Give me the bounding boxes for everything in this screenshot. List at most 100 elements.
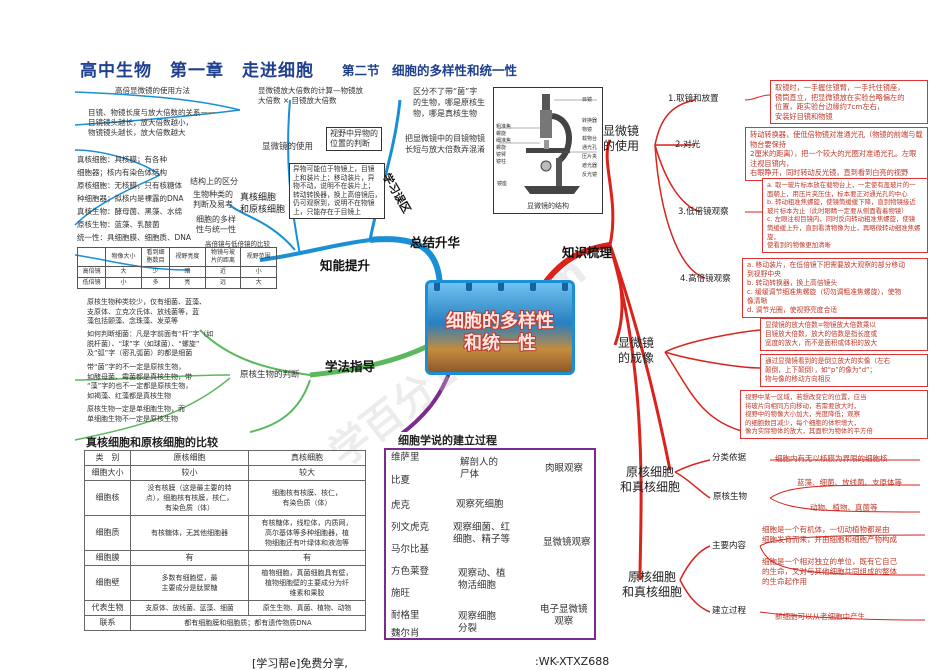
label: 载物台 xyxy=(582,136,598,142)
table-cell: 小 xyxy=(105,277,142,289)
table-row: 细胞核 没有核膜（这是最主要的特 点），细胞核有核膜，核仁， 有染色质（体） 细… xyxy=(84,480,366,516)
note-foreign-object: 视野中异物的 位置的判断 xyxy=(326,127,382,151)
table-cell: 细胞质 xyxy=(84,515,131,551)
label: 细准焦 xyxy=(496,138,512,144)
footer-left: [学习帮e]免费分享, xyxy=(252,657,348,670)
label: 转换器 xyxy=(582,118,598,124)
branch-line-mistakes xyxy=(368,99,402,241)
note-magnification: 显微镜放大倍数的计算—物镜放 大倍数 × 目镜放大倍数 xyxy=(258,86,363,105)
label: 螺旋 xyxy=(496,131,507,137)
person-schwann: 施旺 xyxy=(391,588,411,599)
table-cell: 多 xyxy=(140,277,171,289)
list-item: 原核生物：蓝藻、乳酸菌 xyxy=(77,220,160,229)
table-header: 原核细胞 xyxy=(130,450,249,466)
list-item: 统一性：具细胞膜、细胞质、DNA xyxy=(77,233,192,242)
list-item: 种细胞器；拟核内是裸露的DNA xyxy=(77,194,184,203)
table-header: 真核细胞 xyxy=(248,450,366,466)
branch-method: 学法指导 xyxy=(325,359,376,374)
box-high-power: a. 移动装片，在低倍镜下把需要放大观察的部分移动 到视野中央 b. 转动转换器… xyxy=(742,258,928,318)
step-dead-cells: 观察死细胞 xyxy=(456,499,504,510)
footer-right: :WK-XTXZ688 xyxy=(535,655,610,668)
node-cells-title: 原核细胞 和真核细胞 xyxy=(620,465,681,494)
box-low-power: a. 取一玻片标本放在载物台上，一定使有盖玻片的一 面朝上，用压片夹压住，标本要… xyxy=(762,178,928,253)
node-process: 建立过程 xyxy=(712,606,747,616)
table-row: 细胞膜 有 有 xyxy=(84,550,366,566)
label: 物镜 xyxy=(582,127,593,133)
table-row: 高倍镜 大 少 暗 近 小 xyxy=(76,266,277,278)
table-header: 物镜与玻 片的距离 xyxy=(204,247,242,267)
section-title: 第二节 细胞的多样性和统一性 xyxy=(342,63,518,78)
method-note-2: 如何判断细菌：凡是字前面有“杆”字（如 脱杆菌）、“球”字（如球菌）、“螺旋” … xyxy=(87,330,214,357)
table-row: 联系 都有细胞膜和细胞质；都有遗传物质DNA xyxy=(84,615,366,631)
banner-title: 细胞的多样性 和统一性 xyxy=(446,311,554,354)
person-schleiden: 方色莱登 xyxy=(391,566,430,577)
table-cell: 代表生物 xyxy=(84,600,131,616)
table-cell: 有 xyxy=(130,550,249,566)
microscope-icon xyxy=(499,94,597,194)
microscope-caption: 显微镜的结构 xyxy=(527,202,569,210)
method-note-3: 带“菌”字的不一定是原核生物， 如酵母菌、霉菌都是真核生物，带 “藻”字的也不一… xyxy=(87,363,193,400)
mistake-note-bacteria: 区分不了带“菌”字 的生物，哪是原核生 物，哪是真核生物 xyxy=(413,87,485,118)
branch-line-theory xyxy=(398,369,452,437)
label: 目镜 xyxy=(582,97,593,103)
label: 压片夹 xyxy=(582,154,598,160)
prokaryote-value: 蓝藻、细菌、放线菌、支原体等 xyxy=(797,478,902,487)
table-header: 类 别 xyxy=(84,450,131,466)
page-title: 高中生物 第一章 走进细胞 xyxy=(80,61,314,81)
table-header: 视野亮度 xyxy=(169,247,206,267)
table-row: 细胞大小 较小 较大 xyxy=(84,465,366,481)
table-cell: 细胞核 xyxy=(84,480,131,516)
method-note-1: 原核生物种类较少，仅有细菌、蓝藻、 支原体、立克次氏体、放线菌等，蓝 藻包括颤藻… xyxy=(87,298,206,325)
eukaryote-value: 动物、植物、真菌等 xyxy=(810,503,878,512)
table-cell: 支原体、放线菌、蓝藻、细菌 xyxy=(130,600,249,616)
step-take-place: 1.取镜和放置 xyxy=(668,94,719,104)
node-prok-judge: 原核生物的判断 xyxy=(240,370,300,380)
level-naked-eye: 肉眼观察 xyxy=(545,463,584,474)
step-division: 观察细胞 分裂 xyxy=(458,611,497,634)
list-item: 原核细胞：无核膜，只有核糖体 xyxy=(77,181,182,190)
box-imaging-1: 显微镜的放大倍数=物镜放大倍数乘以 目镜放大倍数，放大的倍数是指长度或 宽度的放… xyxy=(760,318,928,351)
table-cell: 大 xyxy=(240,277,277,289)
method-note-4: 原核生物一定是单细胞生物，而 单细胞生物不一定是原核生物 xyxy=(87,405,185,423)
branch-line-method xyxy=(309,342,432,378)
process-value: 新细胞可以从老细胞中产生 xyxy=(775,612,865,621)
branch-summary: 总结升华 xyxy=(410,235,461,250)
box-imaging-3: 视野中某一区域，若想改变它的位置，应当 将玻片向相同方向移动，若需要放大时， 视… xyxy=(740,390,928,439)
list-item: 细胞器；核内有染色体结构 xyxy=(77,168,167,177)
node-species-judge: 生物种类的 判断及易考 xyxy=(193,190,233,209)
table-cell: 大 xyxy=(105,266,142,278)
person-malpighi: 马尔比基 xyxy=(391,544,430,555)
table-row: 代表生物 支原体、放线菌、蓝藻、细菌 原生生物、真菌、植物、动物 xyxy=(84,600,366,616)
center-banner: 细胞的多样性 和统一性 xyxy=(425,280,575,375)
table-cell: 亮 xyxy=(169,277,206,289)
step-living-cells: 观察动、植 物活细胞 xyxy=(458,568,506,591)
mistake-note-lens: 把显微镜中的目镜物镜 长短与放大倍数弄混淆 xyxy=(405,134,485,154)
table-row: 低倍镜 小 多 亮 远 大 xyxy=(76,277,277,289)
table-cell: 都有细胞膜和细胞质；都有遗传物质DNA xyxy=(130,615,366,631)
step-bacteria: 观察细菌、红 细胞、精子等 xyxy=(453,522,511,545)
table-cell: 联系 xyxy=(84,615,131,631)
person-vesalius: 维萨里 xyxy=(391,452,420,463)
node-classify: 分类依据 xyxy=(712,453,747,463)
label: 镜臂 xyxy=(496,152,507,158)
mini-table: 物像大小 看到细 胞数目 视野亮度 物镜与玻 片的距离 视野范围 高倍镜 大 少… xyxy=(76,247,277,289)
person-virchow: 魏尔肖 xyxy=(391,628,420,639)
node-main-content: 主要内容 xyxy=(712,541,747,551)
banner-rings xyxy=(434,283,568,291)
cmp-table: 类 别 原核细胞 真核细胞 细胞大小 较小 较大 细胞核 没有核膜（这是最主要的… xyxy=(84,450,366,631)
table-cell: 远 xyxy=(204,277,242,289)
note-foreign-object-detail: 异物可能位于物镜上，目镜 上和装片上；移动装片，异 物不动，说明不在装片上； 转… xyxy=(289,163,386,219)
step-light: 2.对光 xyxy=(675,140,701,150)
table-cell: 小 xyxy=(240,266,277,278)
table-cell: 原生生物、真菌、植物、动物 xyxy=(248,600,366,616)
table-cell: 多数有细胞壁，最 主要成分是肽聚糖 xyxy=(130,565,249,601)
person-nageli: 耐格里 xyxy=(391,610,420,621)
branch-line-summary xyxy=(369,236,443,291)
table-cell: 高倍镜 xyxy=(76,266,107,278)
table-cell: 细胞膜 xyxy=(84,550,131,566)
main-content-2: 细胞是一个相对独立的单位，既有它自己 的生命，又对与其他细胞共同组成的整体 的生… xyxy=(762,557,897,586)
table-cell: 细胞大小 xyxy=(84,465,131,481)
table-cell: 有核糖体，线粒体，内质网， 高尔基体等多种细胞器，植 物细胞还有叶绿体和液泡等 xyxy=(248,515,366,551)
microscope-labels-left: 粗准焦 螺旋 细准焦 螺旋 镜臂 镜柱 xyxy=(496,124,511,166)
heading-high-power-method: 高倍显微镜的使用方法 xyxy=(115,86,190,95)
